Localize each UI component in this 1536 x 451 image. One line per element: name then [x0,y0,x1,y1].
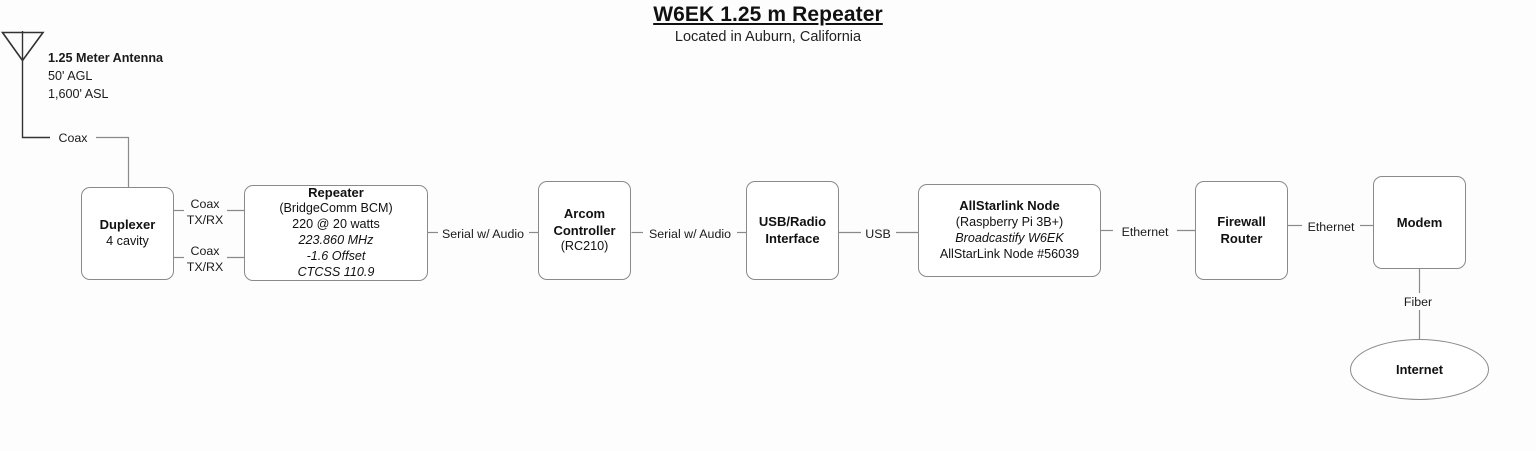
usb-radio-title-line2: Interface [765,230,820,246]
firewall-title-line1: Firewall [1217,214,1266,229]
modem-title: Modem [1396,215,1443,230]
repeater-model: (BridgeComm BCM) [279,201,393,216]
antenna-asl: 1,600' ASL [48,86,109,101]
duplexer-title: Duplexer [99,217,156,233]
link-label-usb: USB [865,226,891,243]
node-firewall-router[interactable]: Firewall Router [1195,181,1288,280]
arcom-title-line1: Arcom [563,206,606,221]
allstarlink-broadcastify: Broadcastify W6EK [955,230,1064,245]
node-allstarlink[interactable]: AllStarlink Node (Raspberry Pi 3B+) Broa… [918,184,1101,277]
repeater-ctcss: CTCSS 110.9 [297,265,375,280]
usb-radio-title-line1: USB/Radio [758,214,827,229]
link-label-coax-antenna: Coax [58,130,88,147]
txrx-text-lower: TX/RX [186,260,224,275]
link-label-node-firewall: Ethernet [1121,224,1169,241]
txrx-text-upper: TX/RX [186,213,224,228]
node-repeater[interactable]: Repeater (BridgeComm BCM) 220 @ 20 watts… [244,185,428,281]
link-label-repeater-arcom: Serial w/ Audio [442,226,524,243]
node-internet[interactable]: Internet [1350,339,1489,400]
page-title: W6EK 1.25 m Repeater [653,3,883,26]
arcom-title-line2: Controller [553,222,616,238]
repeater-offset: -1.6 Offset [306,249,366,264]
node-usb-radio-interface[interactable]: USB/Radio Interface [746,181,839,280]
link-label-duplexer-repeater-lower: Coax TX/RX [186,243,224,276]
repeater-title: Repeater [308,184,364,200]
link-label-arcom-usb: Serial w/ Audio [649,226,731,243]
page-subtitle: Located in Auburn, California [674,29,862,45]
coax-text-upper: Coax [190,197,220,211]
arcom-model: (RC210) [560,239,609,253]
coax-text-lower: Coax [190,244,220,258]
firewall-title-line2: Router [1220,230,1263,246]
node-arcom-controller[interactable]: Arcom Controller (RC210) [538,181,631,280]
antenna-agl: 50' AGL [48,68,93,83]
repeater-power: 220 @ 20 watts [292,217,380,232]
duplexer-detail: 4 cavity [106,233,149,248]
node-duplexer[interactable]: Duplexer 4 cavity [81,187,174,280]
link-label-duplexer-repeater-upper: Coax TX/RX [186,196,224,229]
allstarlink-hardware: (Raspberry Pi 3B+) [955,214,1064,229]
node-modem[interactable]: Modem [1373,176,1466,269]
allstarlink-node-number: AllStarLink Node #56039 [939,246,1080,261]
allstarlink-title: AllStarlink Node [959,198,1060,214]
internet-title: Internet [1396,362,1443,377]
antenna-name: 1.25 Meter Antenna [48,51,164,65]
antenna-label-group: 1.25 Meter Antenna 50' AGL 1,600' ASL [48,50,163,104]
repeater-frequency: 223.860 MHz [298,233,374,248]
link-label-firewall-modem: Ethernet [1307,219,1355,236]
link-label-fiber: Fiber [1403,294,1433,311]
